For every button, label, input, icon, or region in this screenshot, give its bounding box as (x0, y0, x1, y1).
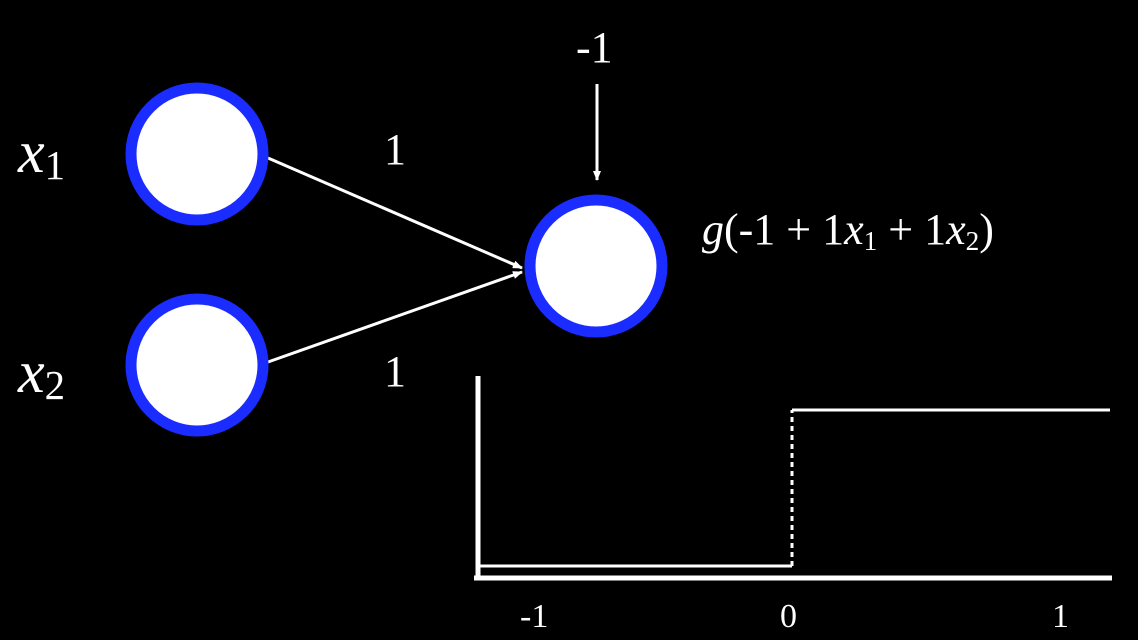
input-label-x1-sub: 1 (44, 142, 66, 188)
input-node-x2 (125, 293, 269, 437)
input-label-x2-var: x (18, 339, 45, 405)
formula-plus: + 1 (877, 205, 947, 254)
formula-close: ) (979, 205, 994, 254)
formula-x2-sub: 2 (965, 226, 980, 256)
output-node (524, 194, 668, 338)
formula-g: g (702, 205, 724, 254)
input-label-x2-sub: 2 (44, 362, 66, 408)
weight-x2: 1 (384, 347, 406, 396)
output-formula: g(-1 + 1x1 + 1x2) (702, 205, 994, 255)
formula-x1-var: x (844, 205, 864, 254)
formula-x2-var: x (946, 205, 966, 254)
tick-label-1: 1 (1052, 598, 1069, 635)
edge-x2-to-output (267, 270, 523, 364)
input-label-x2: x2 (18, 339, 65, 405)
formula-open: (-1 + 1 (724, 205, 845, 254)
tick-label-neg1: -1 (520, 598, 549, 635)
formula-x1-sub: 1 (863, 226, 878, 256)
weight-x1: 1 (384, 125, 406, 174)
input-node-x1 (125, 82, 269, 226)
tick-label-0: 0 (780, 598, 797, 635)
edge-x1-to-output (267, 156, 523, 270)
bias-label: -1 (576, 23, 613, 72)
input-label-x1-var: x (18, 119, 45, 185)
input-label-x1: x1 (18, 119, 65, 185)
